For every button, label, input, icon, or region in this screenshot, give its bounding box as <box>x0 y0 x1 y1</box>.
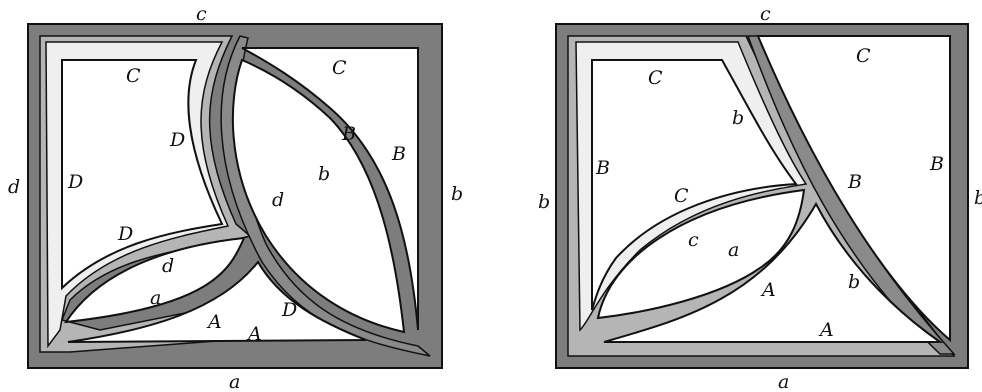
right-label-a: a <box>728 239 739 261</box>
right-label-B2: B <box>847 171 862 193</box>
left-region-top-right <box>241 47 419 331</box>
right-label-A1: A <box>760 279 776 301</box>
left-label-C1: C <box>126 65 141 87</box>
left-label-bottom: a <box>229 371 240 392</box>
left-label-B1: B <box>341 123 356 145</box>
left-label-left: d <box>8 176 20 198</box>
left-region-bottom <box>67 260 367 343</box>
right-label-C3: C <box>674 185 689 207</box>
right-label-B1: B <box>595 157 610 179</box>
right-label-left: b <box>538 191 550 213</box>
left-label-b: b <box>318 163 330 185</box>
left-diagram: c a d b C C D D D D B B b d d a A A <box>8 3 463 392</box>
left-label-D1: D <box>169 129 185 151</box>
left-region-lens-right <box>231 58 406 334</box>
right-label-A2: A <box>818 319 834 341</box>
right-label-C2: C <box>856 45 871 67</box>
right-label-b2: b <box>848 271 860 293</box>
left-label-C2: C <box>332 57 347 79</box>
right-label-top: c <box>760 3 771 25</box>
right-diagram: c a b b C C C B B B b b c a A A <box>538 3 982 392</box>
right-label-B3: B <box>929 153 944 175</box>
left-label-d2: d <box>162 255 174 277</box>
right-region-top-right <box>756 35 951 343</box>
left-label-D3: D <box>117 223 133 245</box>
left-label-d1: d <box>272 189 284 211</box>
right-region-bottom <box>603 201 944 343</box>
left-label-right: b <box>451 183 463 205</box>
left-region-top <box>61 59 224 291</box>
left-region-lens-bottom <box>64 236 246 324</box>
right-label-bottom: a <box>778 371 789 392</box>
left-label-a: a <box>150 287 161 309</box>
left-label-A2: A <box>246 323 262 345</box>
right-label-b1: b <box>732 107 744 129</box>
left-label-A1: A <box>206 311 222 333</box>
left-label-top: c <box>196 3 207 25</box>
right-region-top-left <box>591 59 798 311</box>
right-label-C1: C <box>648 67 663 89</box>
right-label-right: b <box>974 187 982 209</box>
left-label-B2: B <box>391 143 406 165</box>
left-label-D4: D <box>281 299 297 321</box>
right-label-c: c <box>688 229 699 251</box>
right-region-lens <box>596 188 806 320</box>
left-label-D2: D <box>67 171 83 193</box>
